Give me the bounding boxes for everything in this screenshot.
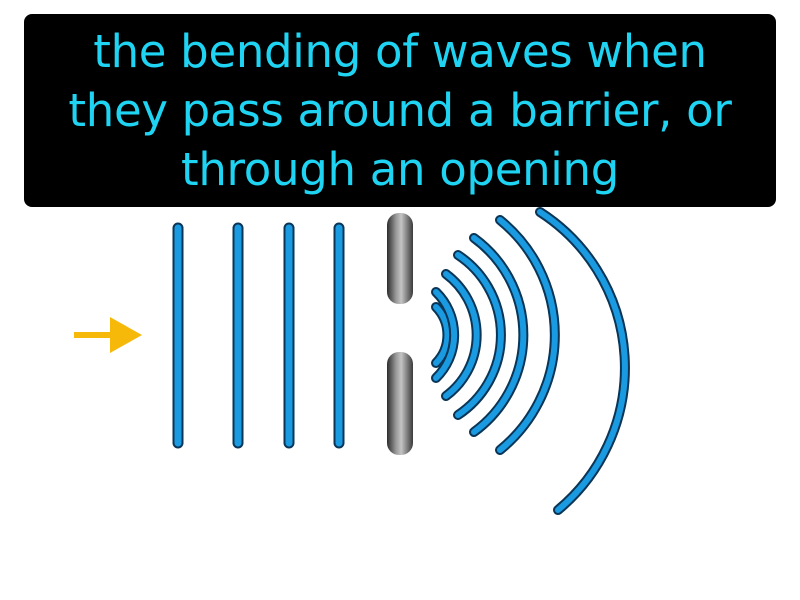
diffracted-arc <box>537 209 628 513</box>
barrier <box>387 213 413 455</box>
arrow-right-icon <box>74 317 142 353</box>
definition-line-2: they pass around a barrier, or <box>68 84 732 137</box>
diffracted-arc <box>433 289 458 381</box>
barrier-top <box>387 213 413 304</box>
diffracted-arc <box>443 271 480 399</box>
definition-line-1: the bending of waves when <box>93 25 707 78</box>
incoming-wavefronts <box>172 222 345 449</box>
diffracted-arc <box>433 304 451 366</box>
diffracted-arc <box>497 217 558 453</box>
diffracted-arc <box>455 252 504 418</box>
diffracted-wavefronts <box>431 207 630 515</box>
barrier-bottom <box>387 352 413 455</box>
diffracted-arc <box>471 235 527 435</box>
definition-line-3: through an opening <box>180 143 619 196</box>
definition-box: the bending of waves when they pass arou… <box>24 14 776 207</box>
